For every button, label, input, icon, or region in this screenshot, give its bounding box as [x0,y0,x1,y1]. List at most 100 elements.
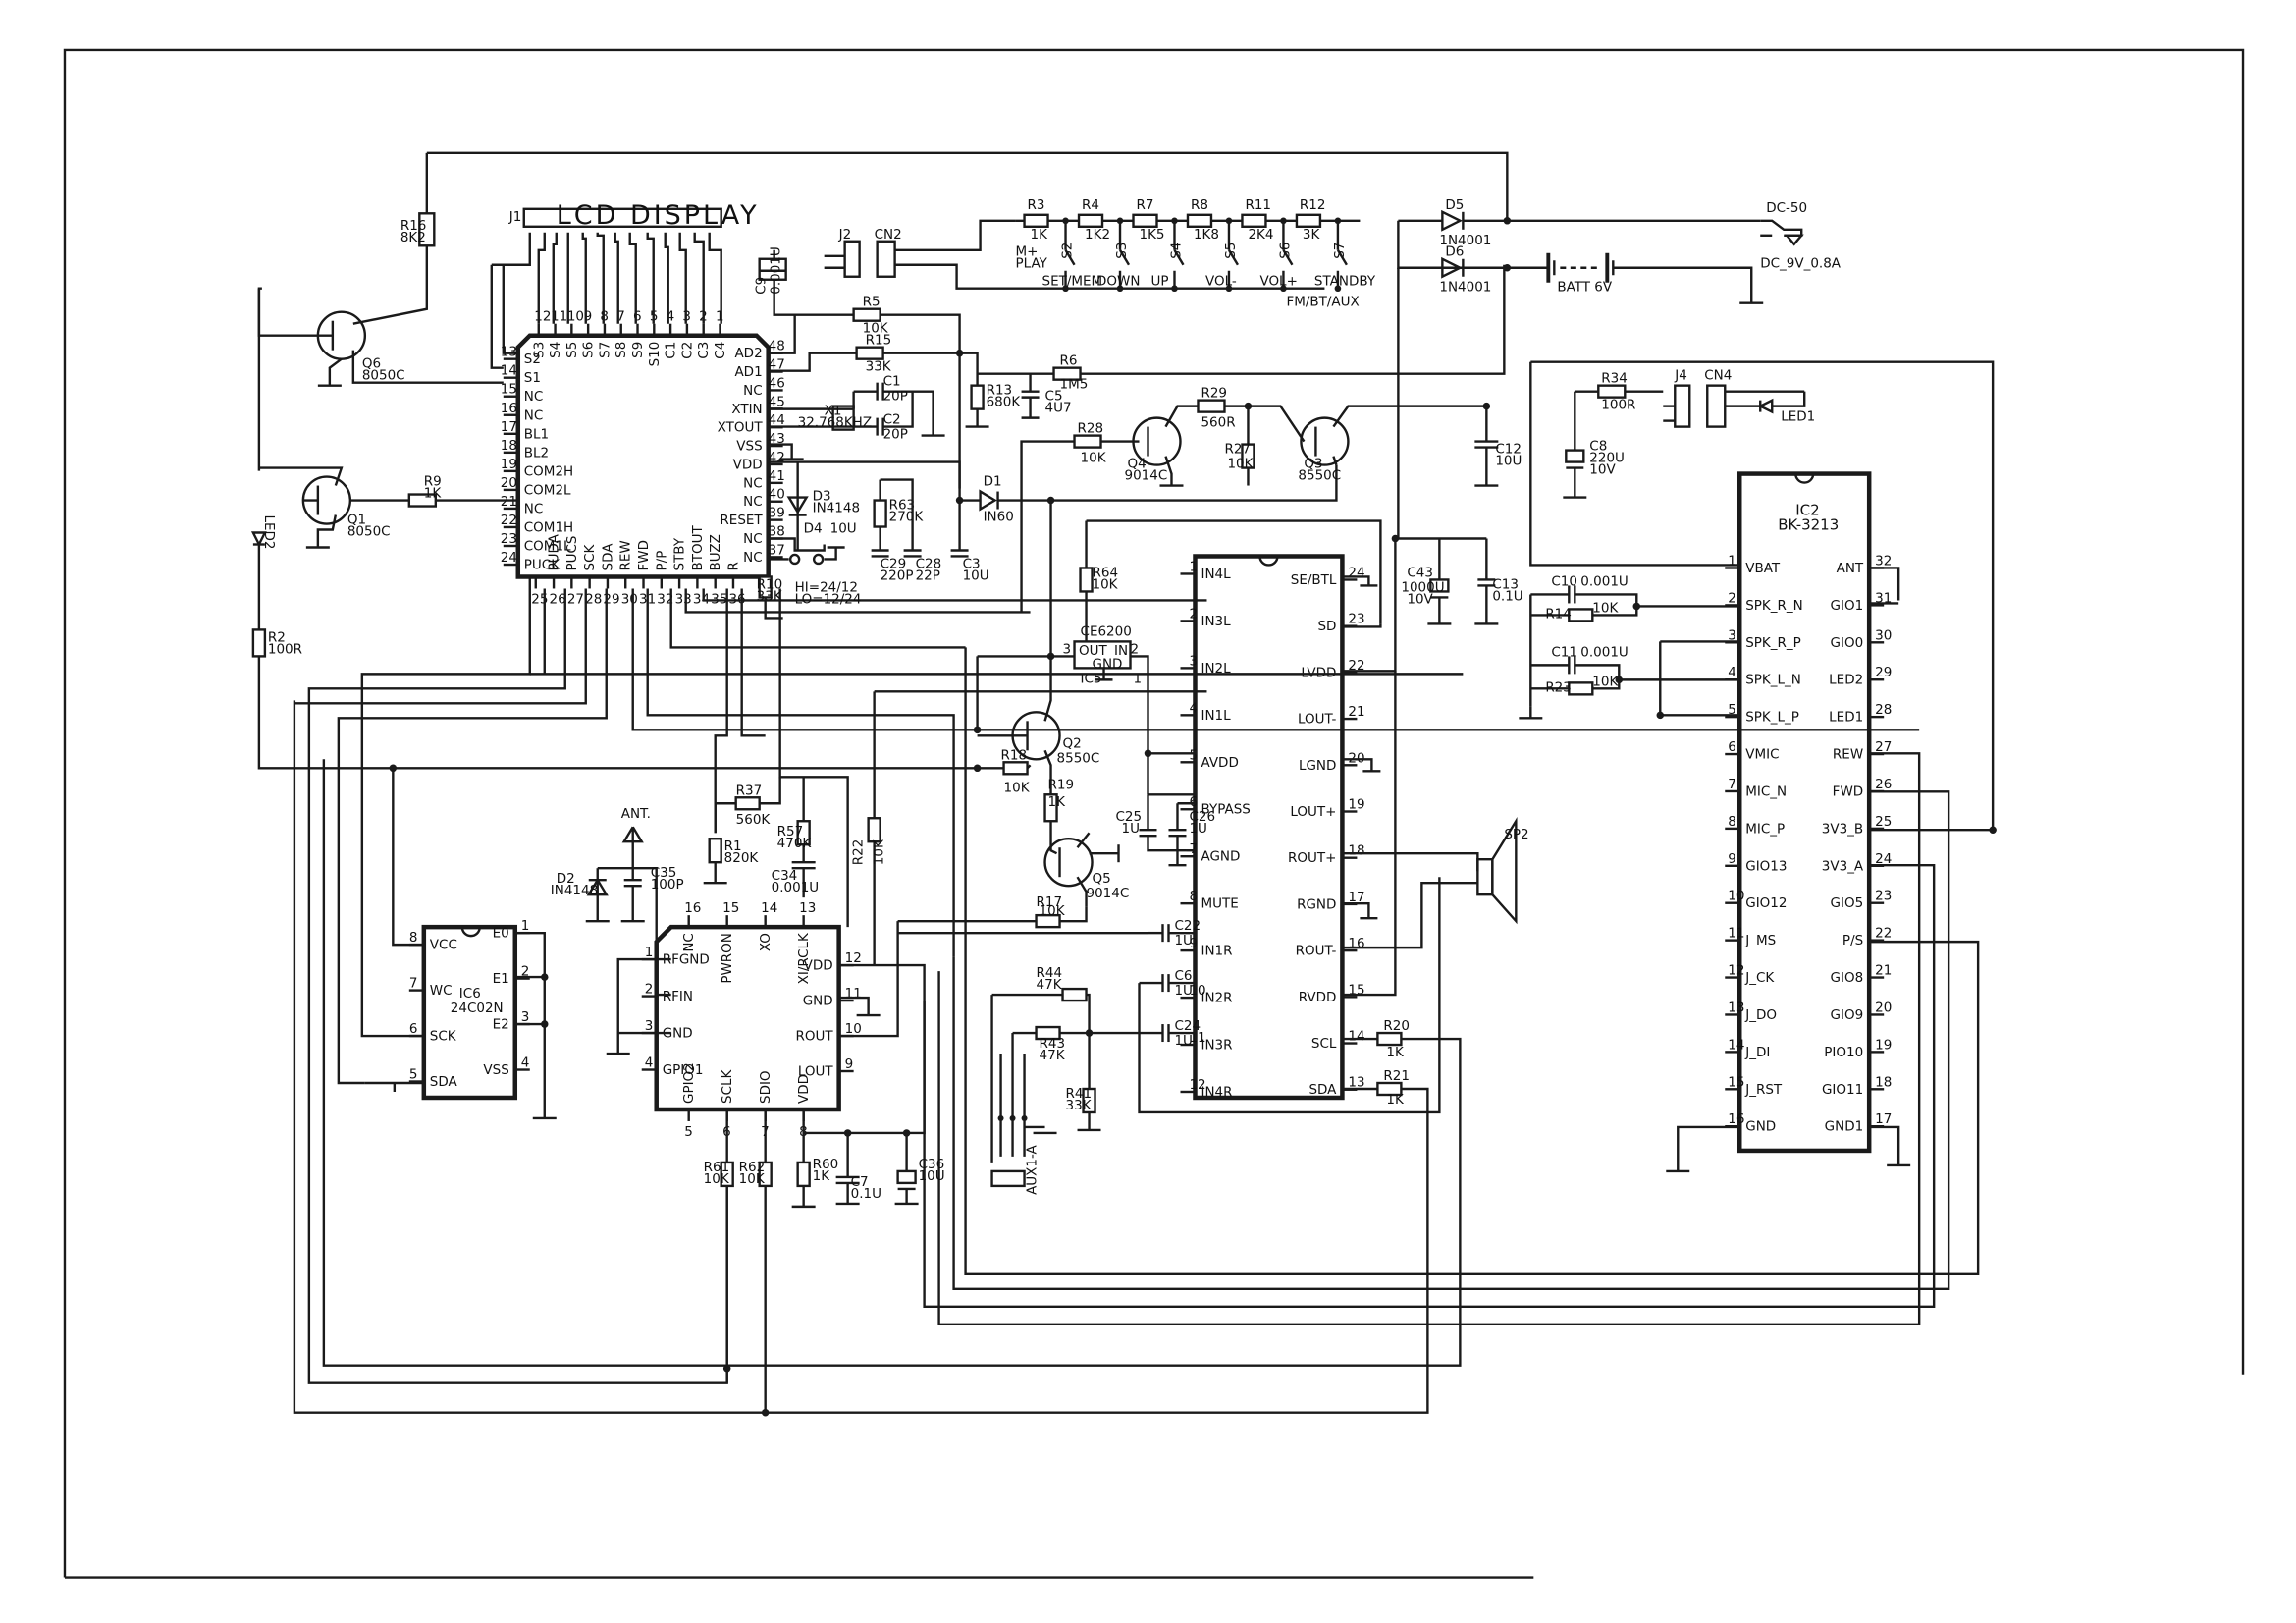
r9-label: R9 [424,474,442,490]
r1-label: R1 [724,839,742,854]
mcu-pin-label: AD2 [734,346,762,361]
fm-pin-number: 3 [645,1018,654,1034]
regulator-out: OUT [1079,643,1107,659]
bt-pin-number: 9 [1728,851,1736,867]
aux-label: AUX1-A [1025,1144,1041,1194]
key-junction [1225,217,1233,225]
mcu-pin-label: S1 [524,370,541,386]
amp-pin-label: IN1L [1201,708,1231,724]
key-resistor-value: 2K4 [1248,227,1273,243]
r37-label: R37 [736,783,763,798]
amp-pin-number: 14 [1348,1029,1364,1045]
bt-pin-label: J_MS [1744,933,1776,948]
r18-resistor [1002,761,1029,776]
c9-label: C9 [754,277,770,295]
mcu-pin-number: 34 [693,591,710,607]
d3-value: IN4148 [813,501,860,516]
bt-pin-number: 28 [1875,702,1892,718]
key-junction [1280,285,1287,293]
c1-value: 20P [883,389,908,405]
r61-label: R61 [704,1160,730,1175]
hi-label: HI=24/12 [795,579,858,595]
amp-pin-label: IN4L [1201,567,1231,582]
key-junction [1334,285,1342,293]
bt-pin-label: P/S [1842,933,1863,948]
fm-pin-label: XI/RCLK [796,932,812,984]
bt-pin-label: SPK_R_P [1745,635,1801,651]
c5-label: C5 [1045,389,1063,405]
q6-label: Q6 [362,356,381,372]
fm-pin-label: LOUT [798,1064,834,1080]
amp-pin-label: AGND [1201,849,1240,865]
r9-value: 1K [424,486,443,502]
d6-value: 1N4001 [1439,280,1491,296]
c35-label: C35 [651,865,677,881]
mcu-pin-label: COM1L [524,538,571,554]
c3-value: 10U [963,568,989,583]
r5-label: R5 [863,295,881,310]
r29-resistor [1197,399,1226,413]
fm-pin-label: RFIN [663,989,693,1004]
amp-peripherals: C25 1U C26 1U C22 1U C6 1U C24 1U [293,534,1529,1414]
c9-value: 0.001U [769,246,784,294]
key-junction [1062,217,1069,225]
mcu-pin-number: 32 [657,591,673,607]
r15-value: 33K [866,359,892,375]
q1-value: 8050C [347,524,391,540]
mcu-pin-label: AD1 [734,364,762,380]
mcu-pin-label: S7 [597,342,613,358]
bt-pin-label: GND1 [1825,1119,1864,1135]
bt-pin-label: GIO1 [1831,598,1864,614]
key-switch-contact [1227,249,1239,266]
bt-pin-number: 17 [1875,1111,1892,1127]
key-resistor [1186,213,1213,228]
q6-transistor: R16 8K2 Q6 8050C [257,151,1509,471]
mcu-pin-number: 40 [769,487,785,503]
mcu-pin-label: S3 [531,342,547,358]
mcu-pin-number: 47 [769,357,785,373]
fm-peripherals: R37 560K R1 820K R57 470K C34 0.001U R22… [551,690,1207,1417]
r41-value: 33K [1066,1098,1093,1113]
regulator-pin2: 2 [1131,641,1140,657]
c29-value: 220P [881,568,914,583]
mcu-pin-label: REW [618,540,634,570]
r34-label: R34 [1601,371,1628,387]
regulator-pin3: 3 [1063,641,1072,657]
bt-pin-label: GIO11 [1822,1082,1863,1098]
bt-pin-label: J_RST [1744,1082,1783,1098]
bt-pin-label: 3V3_A [1822,858,1864,874]
r62-label: R62 [739,1160,766,1175]
key-resistor-label: R4 [1082,197,1099,213]
r23-label: R23 [1545,679,1572,695]
r64-label: R64 [1093,565,1119,580]
r44-label: R44 [1037,965,1063,981]
bt-pin-number: 16 [1728,1111,1744,1127]
q5-label: Q5 [1093,871,1111,887]
mcu-pin-label: C3 [696,342,712,359]
amp-pin-number: 10 [1189,983,1205,999]
q2-value: 8550C [1057,750,1100,766]
r37-value: 560K [736,812,772,828]
key-junction [1062,285,1069,293]
r6-label: R6 [1060,353,1078,369]
c34-label: C34 [772,868,798,884]
mcu-pin-label: S2 [524,352,541,367]
bt-pin-number: 15 [1728,1074,1744,1090]
eeprom-pin-number: 1 [521,918,530,934]
c24-label: C24 [1174,1018,1201,1034]
amp-pin-label: IN1R [1201,944,1232,959]
key-switch-contact [1064,249,1076,266]
key-resistor [1295,213,1322,228]
mcu-pin-label: PUDA [547,533,562,570]
bt-pin-label: ANT [1837,561,1864,576]
mcu-pin-label: NC [743,550,763,566]
mcu-pin-number: 27 [567,591,584,607]
bt-pin-number: 14 [1728,1037,1744,1053]
c25-value: 1U [1122,821,1140,837]
eeprom-pin-label: E0 [493,926,509,942]
mcu-pin-number: 1 [716,309,724,325]
fm-pin-number: 5 [684,1124,693,1140]
